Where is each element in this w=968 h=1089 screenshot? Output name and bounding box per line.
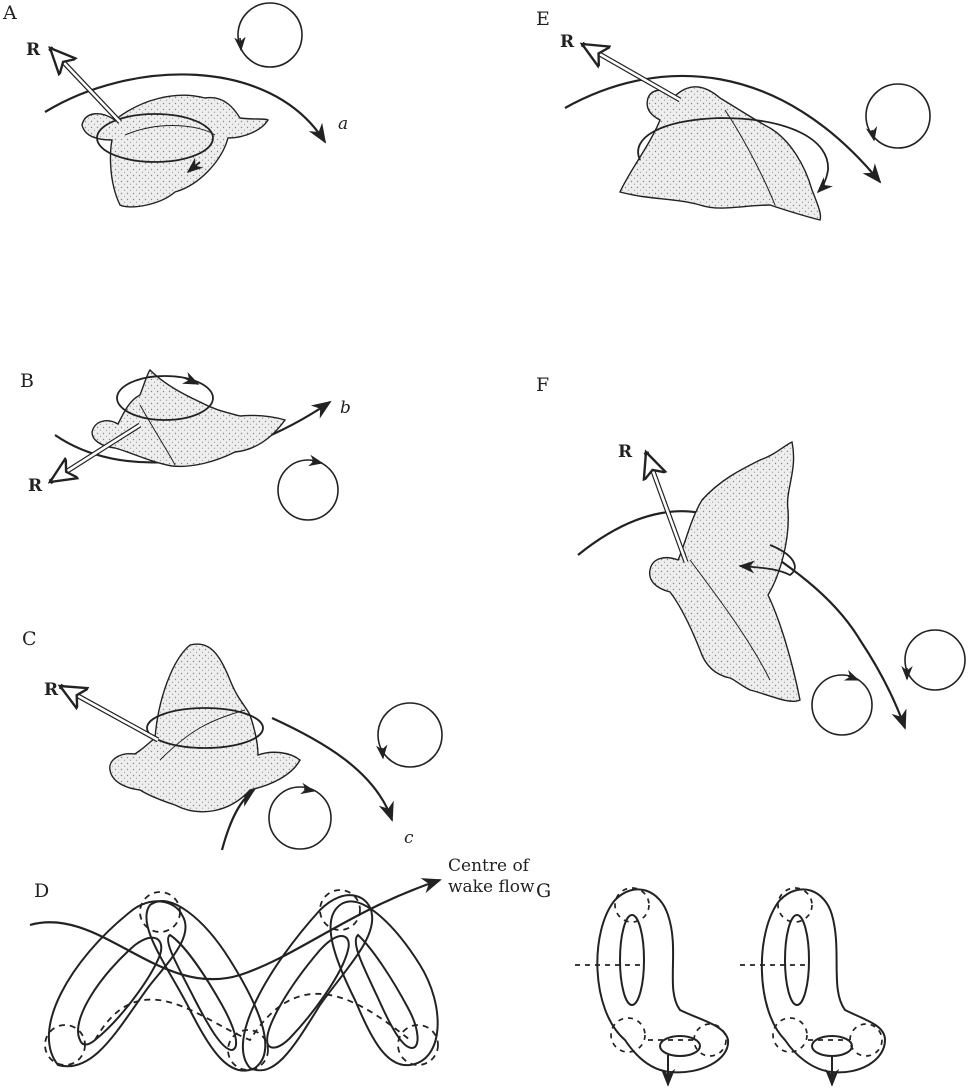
path-label-b: b	[340, 398, 351, 418]
wake-loop-4	[331, 901, 438, 1065]
vortex-ring-e	[866, 84, 930, 148]
vortex-ring-a	[238, 3, 302, 67]
vortex-ring-c-upper	[378, 703, 442, 767]
panel-label-g: G	[536, 880, 551, 902]
panel-label-b: B	[20, 370, 34, 392]
force-label-c: R	[44, 680, 58, 700]
path-label-c: c	[404, 828, 414, 848]
wake-caption: Centre of wake flow	[448, 856, 535, 898]
wake-caption-line1: Centre of	[448, 856, 535, 877]
panel-d	[30, 880, 440, 1071]
panel-f	[578, 442, 965, 735]
panel-g	[575, 888, 885, 1085]
force-label-b: R	[28, 476, 42, 496]
force-label-a: R	[26, 40, 40, 60]
panel-e	[565, 44, 930, 220]
wake-loop-2	[146, 901, 265, 1071]
moth-b	[92, 370, 285, 466]
panel-label-c: C	[22, 628, 37, 650]
moth-e	[620, 87, 821, 220]
vortex-ring-f-right	[905, 630, 965, 690]
wake-loop-3	[243, 895, 372, 1070]
wake-loop-1	[49, 901, 186, 1066]
panel-b	[50, 370, 338, 520]
panel-a	[45, 3, 325, 207]
panel-c	[60, 644, 442, 850]
panel-label-d: D	[34, 880, 49, 902]
vortex-ring-c-lower	[269, 787, 331, 849]
panel-label-f: F	[536, 374, 549, 396]
vortex-loop-right	[740, 888, 885, 1085]
panel-label-a: A	[3, 2, 17, 24]
force-label-f: R	[618, 442, 632, 462]
vortex-ring-f-left	[812, 675, 872, 735]
vortex-ring-b	[278, 460, 338, 520]
vortex-loop-left	[575, 888, 728, 1085]
path-label-a: a	[338, 114, 348, 134]
moth-f	[650, 442, 800, 701]
panel-label-e: E	[536, 8, 550, 30]
wake-caption-line2: wake flow	[448, 877, 535, 898]
wake-centre-line	[30, 880, 440, 979]
force-label-e: R	[560, 32, 574, 52]
